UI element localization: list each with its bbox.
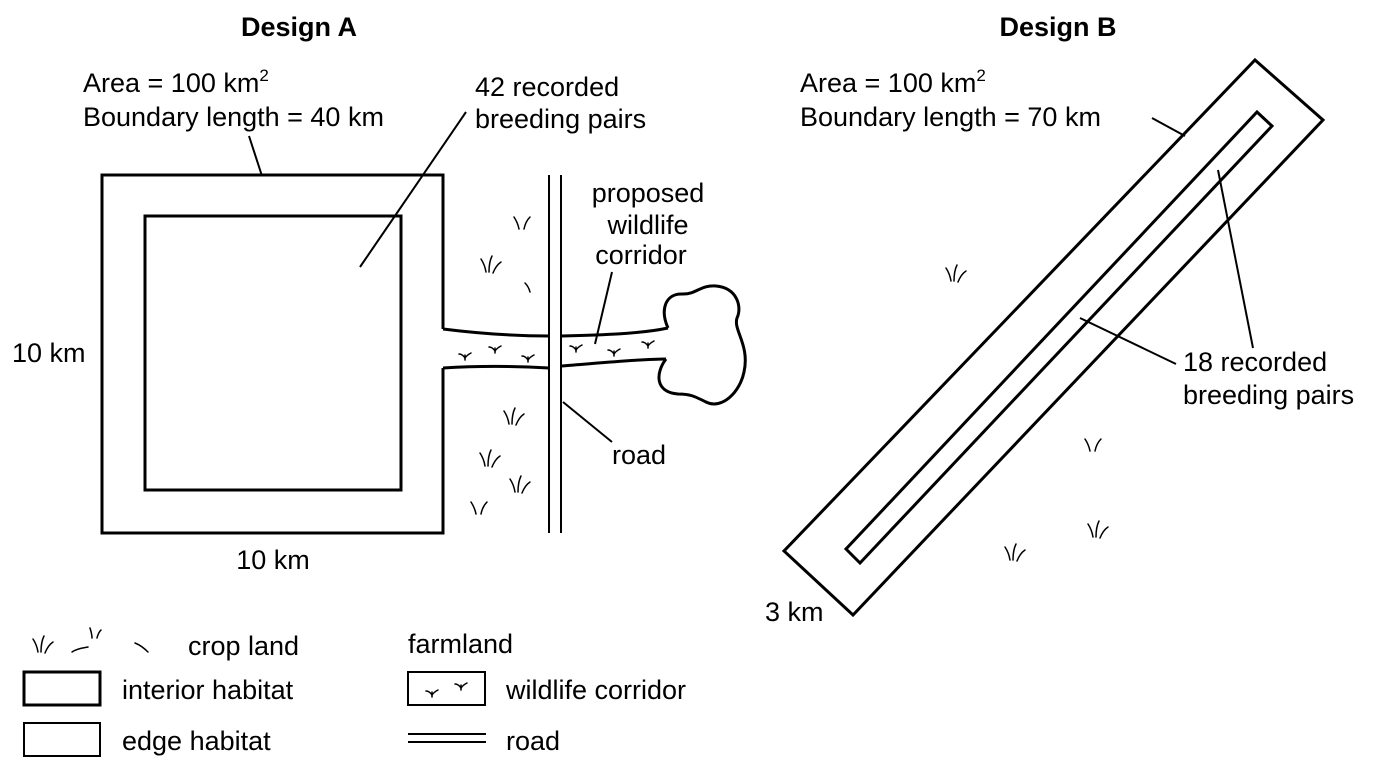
design-a-corridor-leader: [594, 271, 613, 345]
legend-interior-habitat-swatch: [22, 670, 102, 707]
design-a-road-leader: [562, 401, 613, 443]
design-b-pairs-leader-lower: [1079, 317, 1177, 365]
design-a-edge-habitat: [100, 173, 445, 535]
design-a-road-label: road: [612, 440, 666, 470]
design-a-title: Design A: [241, 12, 357, 42]
design-a-corridor-bottom-right: [560, 357, 667, 368]
design-b-title: Design B: [999, 12, 1116, 42]
design-a-corridor-top-left: [442, 327, 550, 338]
design-b-pairs-leader-upper: [1217, 169, 1254, 349]
design-b-pairs-line2: breeding pairs: [1183, 380, 1354, 410]
legend-farmland-label: farmland: [408, 629, 513, 659]
legend-wildlife-corridor-label: wildlife corridor: [505, 675, 686, 705]
design-a-side-bottom-label: 10 km: [236, 545, 310, 575]
design-a-habitat-patch: [657, 284, 747, 406]
design-a-pairs-line1: 42 recorded: [475, 72, 619, 102]
design-b-interior-habitat: [843, 109, 1275, 566]
design-a-side-left-label: 10 km: [12, 338, 86, 368]
legend-interior-habitat-label: interior habitat: [122, 675, 294, 705]
design-a-corridor-bottom-left: [442, 365, 550, 370]
design-a-corridor-vegetation: [458, 340, 655, 363]
design-a-area-label: Area = 100 km2: [83, 66, 269, 98]
design-b-pairs-line1: 18 recorded: [1183, 347, 1327, 377]
design-b-crop-land-tufts: [945, 264, 1109, 562]
design-b-edge-habitat: [781, 57, 1326, 618]
legend-wildlife-corridor-swatch: [407, 671, 486, 706]
design-a-corridor-line1: proposed: [592, 178, 705, 208]
design-b-boundary-label: Boundary length = 70 km: [800, 102, 1101, 132]
design-a-interior-habitat: [143, 214, 403, 492]
design-b-width-label: 3 km: [765, 597, 824, 627]
design-a-boundary-leader: [248, 135, 263, 177]
legend-road-label: road: [506, 726, 560, 756]
design-a-pairs-leader: [359, 111, 467, 268]
legend-edge-habitat-label: edge habitat: [122, 726, 271, 756]
design-a-corridor-line2: wildlife: [606, 210, 688, 240]
design-a-corridor-top-right: [560, 326, 669, 338]
legend-crop-land-label: crop land: [188, 631, 299, 661]
design-b-area-label: Area = 100 km2: [800, 66, 986, 98]
design-a-boundary-label: Boundary length = 40 km: [83, 102, 384, 132]
legend: crop land interior habitat edge habitat …: [22, 627, 686, 757]
design-a-corridor-line3: corridor: [595, 240, 687, 270]
legend-crop-land-symbols: [32, 627, 149, 654]
legend-edge-habitat-swatch: [23, 722, 101, 757]
design-a-pairs-line2: breeding pairs: [475, 104, 646, 134]
design-b-boundary-leader: [1151, 117, 1186, 137]
